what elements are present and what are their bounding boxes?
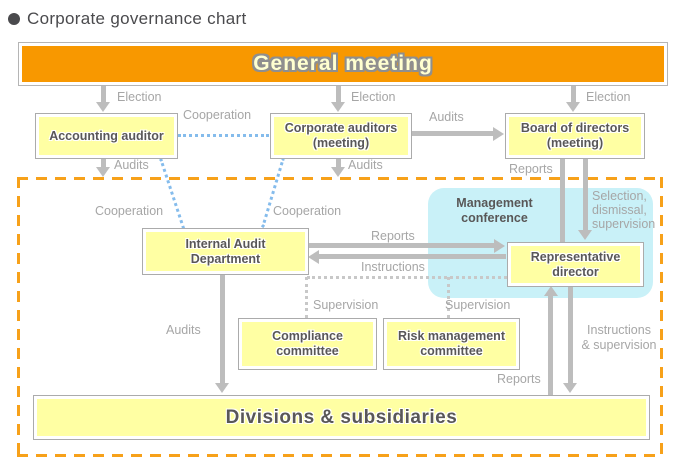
label-audits-corporate: Audits bbox=[348, 158, 383, 172]
arrowhead-up-icon bbox=[544, 286, 558, 296]
label-reports-board: Reports bbox=[509, 162, 553, 176]
boundary-left bbox=[17, 177, 20, 457]
label-election-2: Election bbox=[351, 90, 396, 104]
label-reports-internal: Reports bbox=[371, 229, 415, 243]
label-cooperation-left: Cooperation bbox=[95, 204, 164, 218]
node-compliance-committee: Compliance committee bbox=[238, 318, 377, 370]
bullet-icon bbox=[8, 13, 20, 25]
label-election-1: Election bbox=[117, 90, 162, 104]
arrow-audits-divisions bbox=[220, 273, 225, 384]
arrow-reports-from-divisions bbox=[548, 295, 553, 395]
node-board-of-directors: Board of directors (meeting) bbox=[505, 113, 645, 159]
line-reports-board bbox=[560, 157, 565, 242]
dotted-supervision-horizontal bbox=[307, 276, 507, 279]
arrow-instructions-to-internal bbox=[319, 254, 506, 259]
boundary-right bbox=[660, 177, 663, 457]
label-election-3: Election bbox=[586, 90, 631, 104]
general-meeting-banner: General meeting bbox=[18, 42, 668, 86]
arrow-audits-accounting bbox=[101, 157, 106, 168]
arrowhead-down-icon bbox=[331, 102, 345, 112]
label-audits-accounting: Audits bbox=[114, 158, 149, 172]
dotted-cooperation-left bbox=[159, 158, 186, 230]
boundary-bottom bbox=[17, 454, 663, 457]
arrow-audits-to-board bbox=[412, 131, 494, 136]
node-divisions-subsidiaries: Divisions & subsidiaries bbox=[33, 395, 650, 440]
arrowhead-down-icon bbox=[578, 230, 592, 240]
arrow-election-board bbox=[571, 80, 576, 103]
label-reports-divisions: Reports bbox=[497, 372, 541, 386]
boundary-top bbox=[17, 177, 663, 180]
dotted-supervision-risk bbox=[447, 277, 450, 318]
arrowhead-down-icon bbox=[566, 102, 580, 112]
arrowhead-right-icon bbox=[494, 239, 505, 253]
label-instructions-supervision: Instructions & supervision bbox=[581, 323, 657, 352]
node-accounting-auditor: Accounting auditor bbox=[35, 113, 178, 159]
label-cooperation-top: Cooperation bbox=[183, 108, 252, 122]
dotted-supervision-compliance bbox=[305, 277, 308, 318]
label-instructions: Instructions bbox=[361, 260, 425, 274]
node-representative-director: Representative director bbox=[507, 242, 644, 287]
arrowhead-down-icon bbox=[96, 102, 110, 112]
general-meeting-label: General meeting bbox=[253, 52, 433, 75]
general-meeting-banner-fill: General meeting bbox=[22, 46, 664, 82]
arrow-audits-corporate bbox=[336, 157, 341, 168]
arrow-selection-dismissal bbox=[583, 157, 588, 230]
label-audits-divisions: Audits bbox=[166, 323, 201, 337]
arrowhead-down-icon bbox=[96, 167, 110, 177]
arrowhead-down-icon bbox=[563, 383, 577, 393]
dotted-cooperation-top bbox=[178, 134, 269, 137]
node-corporate-auditors: Corporate auditors (meeting) bbox=[270, 113, 412, 159]
arrow-reports-to-director bbox=[308, 243, 494, 248]
label-supervision-risk: Supervision bbox=[445, 298, 511, 312]
label-audits-horizontal: Audits bbox=[429, 110, 464, 124]
arrow-election-accounting bbox=[101, 80, 106, 103]
page-title-text: Corporate governance chart bbox=[27, 9, 247, 28]
arrow-instructions-supervision bbox=[568, 285, 573, 384]
page-title: Corporate governance chart bbox=[8, 9, 246, 29]
arrowhead-down-icon bbox=[215, 383, 229, 393]
management-conference-label: Management conference bbox=[456, 196, 533, 225]
arrowhead-left-icon bbox=[308, 250, 319, 264]
arrow-election-corporate bbox=[336, 80, 341, 103]
arrowhead-down-icon bbox=[331, 167, 345, 177]
arrowhead-right-icon bbox=[493, 127, 504, 141]
node-risk-management-committee: Risk management committee bbox=[383, 318, 520, 370]
label-cooperation-right: Cooperation bbox=[273, 204, 342, 218]
label-selection-dismissal-supervision: Selection, dismissal, supervision bbox=[592, 189, 656, 231]
label-supervision-compliance: Supervision bbox=[313, 298, 379, 312]
node-internal-audit-department: Internal Audit Department bbox=[142, 228, 309, 275]
